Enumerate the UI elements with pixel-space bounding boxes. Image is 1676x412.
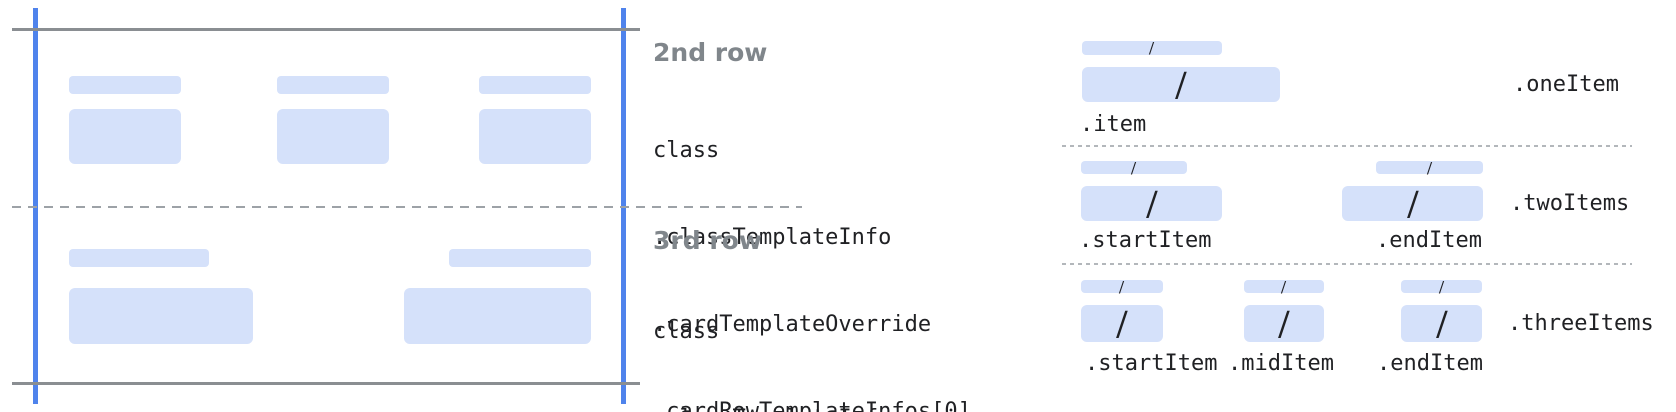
- threeitems-row-label: .threeItems: [1508, 311, 1654, 336]
- slash-glyph: /: [1114, 304, 1130, 343]
- slash-glyph: /: [1276, 304, 1292, 343]
- slash-glyph: /: [1405, 184, 1420, 223]
- slash-glyph: /: [1148, 39, 1156, 57]
- miditem-label: .midItem: [1228, 351, 1334, 376]
- oneitem-label-placeholder: /: [1082, 39, 1222, 57]
- card-bottom-border-line: [12, 382, 640, 385]
- row2-col2-value-placeholder: [277, 109, 389, 164]
- twoitems-end-label-placeholder: /: [1376, 158, 1483, 177]
- card-top-border-line: [12, 28, 640, 31]
- threeitems-end-value-placeholder: /: [1401, 304, 1482, 343]
- row2-code-line: .cardTemplateOverride: [653, 312, 932, 337]
- row3-heading: 3rd row: [653, 226, 762, 255]
- twoitems-end-value-placeholder: /: [1342, 184, 1483, 223]
- row2-col2-label-placeholder: [277, 76, 389, 94]
- row3-code-line: .classTemplateInfo: [653, 404, 971, 412]
- item-label: .item: [1080, 112, 1147, 137]
- threeitems-start-value-placeholder: /: [1081, 304, 1163, 343]
- row3-end-label-placeholder: [449, 249, 591, 267]
- slash-glyph: /: [1118, 277, 1126, 296]
- figure-row-divider-dotted-line: [1062, 263, 1632, 265]
- threeitems-mid-label-placeholder: /: [1244, 277, 1324, 296]
- row2-col3-label-placeholder: [479, 76, 591, 94]
- twoitems-start-label-placeholder: /: [1081, 158, 1187, 177]
- twoitems-row-label: .twoItems: [1510, 191, 1630, 216]
- slash-glyph: /: [1280, 277, 1288, 296]
- threeitems-start-label-placeholder: /: [1081, 277, 1163, 296]
- slash-glyph: /: [1130, 158, 1138, 177]
- slash-glyph: /: [1144, 184, 1159, 223]
- oneitem-value-placeholder: /: [1082, 65, 1280, 104]
- threeitems-mid-value-placeholder: /: [1244, 304, 1324, 343]
- slash-glyph: /: [1438, 277, 1445, 296]
- figure-row-divider-dotted-line: [1062, 145, 1632, 147]
- startitem-label: .startItem: [1079, 228, 1212, 253]
- row3-code-block: class .classTemplateInfo .cardTemplateOv…: [653, 259, 971, 412]
- row2-code-line: class: [653, 138, 720, 163]
- row2-heading: 2nd row: [653, 38, 768, 67]
- slash-glyph: /: [1434, 304, 1449, 343]
- enditem-label: .endItem: [1377, 351, 1483, 376]
- row2-code-line: .classTemplateInfo: [653, 225, 892, 250]
- row3-start-value-placeholder: [69, 288, 253, 344]
- slash-glyph: /: [1173, 65, 1189, 104]
- startitem-label: .startItem: [1085, 351, 1218, 376]
- enditem-label: .endItem: [1376, 228, 1482, 253]
- row3-code-line: class: [653, 319, 720, 344]
- row-divider-dashed-line: [12, 206, 802, 208]
- oneitem-row-label: .oneItem: [1513, 72, 1619, 97]
- row2-col1-label-placeholder: [69, 76, 181, 94]
- row2-col3-value-placeholder: [479, 109, 591, 164]
- row2-col1-value-placeholder: [69, 109, 181, 164]
- row2-code-block: class .classTemplateInfo .cardTemplateOv…: [653, 78, 971, 412]
- row3-end-value-placeholder: [404, 288, 591, 344]
- row2-code-line: .cardRowTemplateInfos[0]: [653, 399, 971, 412]
- slash-glyph: /: [1426, 158, 1433, 177]
- row3-start-label-placeholder: [69, 249, 209, 267]
- twoitems-start-value-placeholder: /: [1081, 184, 1222, 223]
- threeitems-end-label-placeholder: /: [1401, 277, 1482, 296]
